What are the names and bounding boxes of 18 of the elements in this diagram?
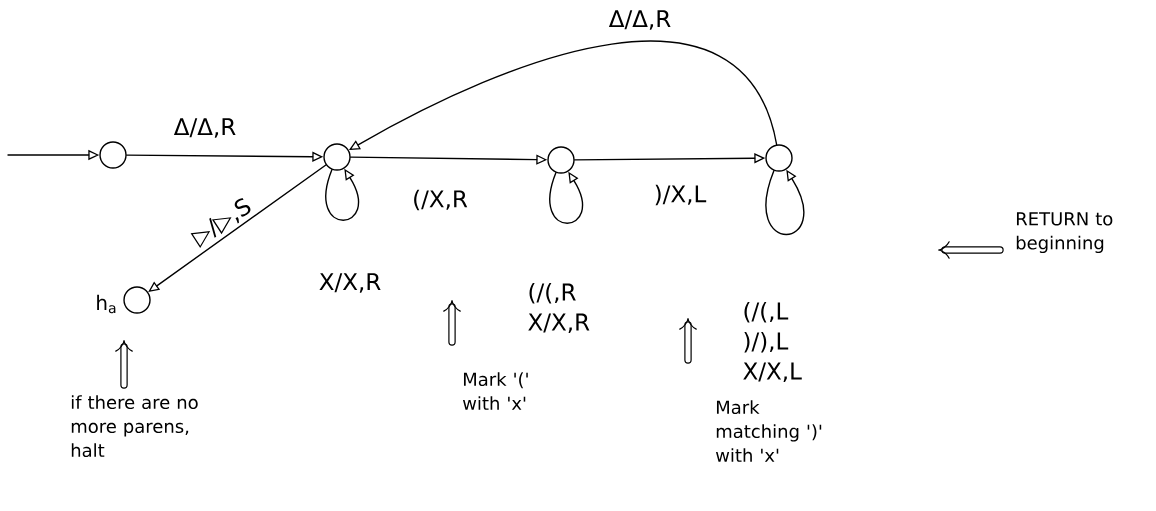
arrow: [148, 164, 327, 292]
note: Mark '(' with 'x': [462, 372, 528, 410]
state-circle: [547, 146, 575, 174]
state-circle: [323, 143, 351, 171]
edge-label: (/(,R X/X,R: [528, 282, 590, 334]
edge-label: Δ/Δ,R: [608, 10, 671, 30]
state-label: h$_{a}$: [97, 294, 116, 314]
state-circle: [123, 286, 151, 314]
state-circle: [99, 141, 127, 169]
note: RETURN to beginning: [1016, 212, 1113, 254]
edge-label: (/X,R: [414, 189, 468, 211]
edge-label: (/(,L )/),L X/X,L: [743, 301, 802, 383]
edge-label: )/X,L: [655, 184, 707, 206]
state-circle: [765, 144, 793, 172]
edge-label: Δ/Δ,R: [173, 118, 236, 138]
edge-label: X/X,R: [319, 273, 381, 293]
note: Mark matching ')' with 'x': [715, 400, 822, 462]
note: if there are no more parens, halt: [71, 395, 198, 458]
